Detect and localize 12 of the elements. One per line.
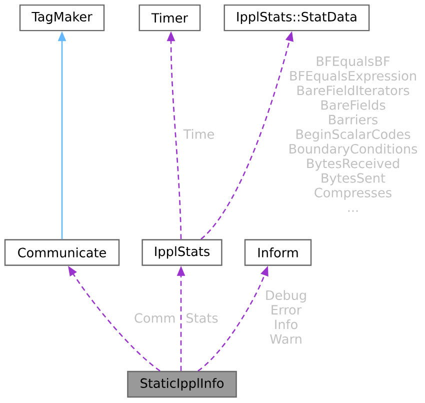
- class-box: Inform: [244, 239, 312, 266]
- class-box: Timer: [138, 4, 201, 32]
- class-box: Communicate: [4, 239, 120, 266]
- class-box: StaticIpplInfo: [127, 370, 237, 398]
- edge-label: Debug Error Info Warn: [266, 290, 306, 344]
- edge-label: BFEqualsBF BFEqualsExpression BareFieldIterators BareFields Barriers BeginScalarCodes BoundaryConditions BytesReceived BytesSent Compresses ...: [290, 56, 418, 212]
- class-box: IpplStats: [142, 239, 222, 266]
- edge-label: Time: [183, 129, 214, 139]
- edge-label: Comm: [134, 313, 175, 323]
- class-box: TagMaker: [19, 4, 105, 32]
- edge-label: Stats: [186, 313, 218, 323]
- class-box: IpplStats::StatData: [224, 4, 370, 32]
